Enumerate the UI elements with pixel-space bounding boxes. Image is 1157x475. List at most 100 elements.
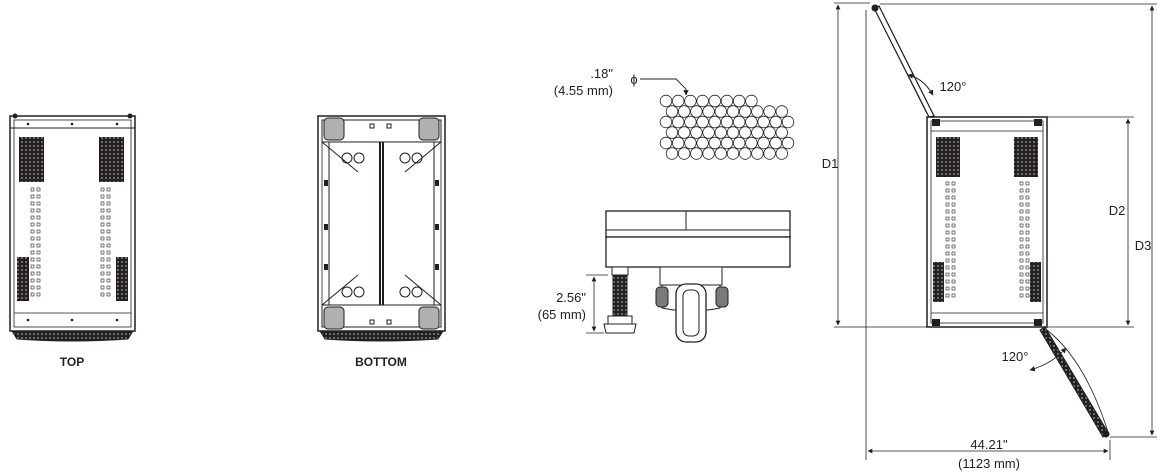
perforation-hole <box>678 147 691 160</box>
rail-hole <box>36 250 41 255</box>
perforation-hole <box>714 105 728 118</box>
rail-hole <box>36 229 41 234</box>
rail-hole <box>951 244 956 249</box>
rail-hole <box>945 279 950 284</box>
rail-hole <box>30 236 35 241</box>
rail-hole <box>945 230 950 235</box>
rail-hole <box>945 188 950 193</box>
rail-hole <box>100 271 105 276</box>
rail-hole <box>30 292 35 297</box>
rail-hole <box>951 195 956 200</box>
caster-top-left <box>323 117 345 141</box>
dimension-d2: D2 <box>1109 203 1126 218</box>
perforation-hole <box>659 115 673 129</box>
door-plan <box>834 2 1157 460</box>
rail-hole <box>951 209 956 214</box>
perforation-hole <box>763 126 776 139</box>
bottom-view-label: BOTTOM <box>355 355 407 369</box>
rail-hole <box>30 257 35 262</box>
rail-hole <box>106 243 111 248</box>
perforation-hole <box>763 147 776 160</box>
perforation-hole <box>745 94 758 108</box>
perforation-hole <box>726 126 740 139</box>
dimension-d1: D1 <box>822 156 839 171</box>
rail-hole <box>106 215 111 220</box>
caster-bottom-right <box>418 306 440 330</box>
rail-hole <box>106 236 111 241</box>
rail-hole <box>36 264 41 269</box>
rail-hole <box>30 229 35 234</box>
perforation-hole <box>702 105 715 118</box>
front-door-angle: 120° <box>1002 349 1029 364</box>
rail-hole <box>106 264 111 269</box>
rail-hole <box>106 257 111 262</box>
rail-hole <box>100 264 105 269</box>
rail-hole <box>100 292 105 297</box>
perforation-size-in: .18" <box>590 66 613 81</box>
perforation-size-mm: (4.55 mm) <box>554 83 613 98</box>
perforation-hole <box>672 136 685 150</box>
perforation-hole <box>775 126 789 139</box>
rail-hole <box>100 250 105 255</box>
rail-hole <box>30 243 35 248</box>
rail-hole <box>36 278 41 283</box>
perforation-hole <box>684 94 697 108</box>
perforation-hole <box>678 105 691 118</box>
rail-hole <box>30 194 35 199</box>
perforation-hole <box>757 136 770 150</box>
rail-hole <box>1025 216 1030 221</box>
rail-hole <box>36 215 41 220</box>
rail-hole <box>951 188 956 193</box>
perforation-detail <box>640 78 795 160</box>
rail-hole <box>951 251 956 256</box>
rail-hole <box>30 278 35 283</box>
rail-hole <box>951 216 956 221</box>
rail-hole <box>100 278 105 283</box>
rail-hole <box>106 292 111 297</box>
rail-hole <box>1025 251 1030 256</box>
rail-hole <box>945 237 950 242</box>
rail-hole <box>106 271 111 276</box>
rail-hole <box>100 208 105 213</box>
rail-hole <box>100 222 105 227</box>
rail-hole <box>36 236 41 241</box>
rail-hole <box>100 243 105 248</box>
rail-hole <box>106 285 111 290</box>
phi-symbol: ϕ <box>630 72 637 87</box>
rail-hole <box>100 257 105 262</box>
leveler-height-mm: (65 mm) <box>538 307 586 322</box>
rail-hole <box>945 293 950 298</box>
rail-hole <box>30 271 35 276</box>
perforation-hole <box>684 136 697 150</box>
rail-hole <box>945 209 950 214</box>
rail-hole <box>100 229 105 234</box>
rail-hole <box>951 223 956 228</box>
top-view-label: TOP <box>60 355 84 369</box>
rail-hole <box>951 286 956 291</box>
dimension-d3: D3 <box>1135 238 1152 253</box>
top-front-handle <box>11 330 134 342</box>
perforation-hole <box>751 147 764 160</box>
width-mm: (1123 mm) <box>958 456 1020 471</box>
rail-hole <box>1019 237 1024 242</box>
perforation-hole <box>690 126 703 139</box>
rail-hole <box>1019 195 1024 200</box>
rail-hole <box>100 194 105 199</box>
rail-hole <box>945 265 950 270</box>
rail-hole <box>1025 279 1030 284</box>
rail-hole <box>106 222 111 227</box>
perforation-hole <box>739 105 752 118</box>
rail-hole <box>1025 223 1030 228</box>
perforation-hole <box>769 136 783 150</box>
rail-hole <box>30 285 35 290</box>
top-view <box>9 113 136 342</box>
rail-hole <box>1019 181 1024 186</box>
perforation-hole <box>781 115 795 129</box>
rail-hole <box>106 194 111 199</box>
perforation-hole <box>751 126 764 139</box>
rail-hole <box>1025 293 1030 298</box>
rail-hole <box>1019 251 1024 256</box>
perforation-hole <box>678 126 691 139</box>
rail-hole <box>1025 195 1030 200</box>
rail-hole <box>945 272 950 277</box>
